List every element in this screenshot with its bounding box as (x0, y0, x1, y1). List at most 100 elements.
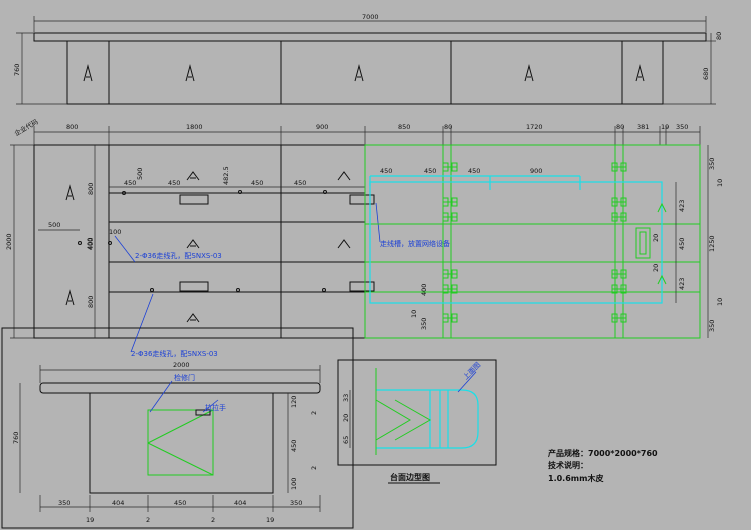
plan-row-label: 800 (87, 296, 95, 308)
side-right-label: 120 (290, 396, 298, 408)
edge-profile (376, 389, 479, 449)
plan-inner-label: 100 (109, 228, 121, 236)
spec-size: 产品规格：7000*2000*760 (548, 448, 658, 458)
door-handle (195, 409, 211, 416)
plan-row-label: 800 (87, 183, 95, 195)
side-bottom-small: 2 (146, 516, 150, 524)
edge-detail-view: 33 20 65 上面图 台面边型图 (337, 359, 497, 484)
plan-corner-label: 企业代码 (13, 117, 40, 138)
vent-icon (65, 171, 351, 323)
plan-depth-label: 2000 (5, 233, 13, 250)
detail-title: 台面边型图 (390, 472, 430, 482)
plan-dim-label: 800 (66, 123, 78, 131)
side-bottom-label: 404 (234, 499, 246, 507)
front-view: 7000 760 80 680 (13, 13, 723, 105)
side-bottom-label: 450 (174, 499, 186, 507)
plan-view: 800 1800 900 850 80 1720 80 381 19 350 企… (5, 117, 724, 358)
cable-tray (369, 181, 663, 304)
plan-dim-label: 80 (444, 123, 452, 131)
plan-small-label: 400 (420, 284, 428, 296)
plan-dim-label: 850 (398, 123, 410, 131)
plan-outline (33, 144, 365, 339)
edge-detail-frame (337, 359, 497, 466)
plan-inner-label: 450 (294, 179, 306, 187)
side-right-small: 2 (310, 411, 318, 415)
handle-label: 拉拉手 (205, 403, 226, 412)
cable-tray-note: 走线槽，放置网络设备 (380, 239, 450, 248)
access-door (147, 409, 214, 476)
side-view-frame (1, 327, 354, 529)
side-right-label: 100 (290, 478, 298, 490)
side-height-label: 760 (12, 432, 20, 444)
plan-inner-vlabel: 450 (678, 238, 686, 250)
plan-dim-label: 1720 (526, 123, 543, 131)
bracket-icon (442, 162, 651, 323)
plan-right-label: 450 (380, 167, 392, 175)
plan-small-label: 400 (86, 238, 94, 250)
cable-cutout (179, 194, 209, 205)
side-view: 2000 检修门 拉拉手 760 120 450 100 2 2 350 404… (1, 327, 354, 529)
plan-extension-outline (364, 144, 701, 339)
plan-small-label: 10 (410, 310, 418, 318)
side-base (89, 392, 274, 494)
plan-right-vlabel: 10 (716, 298, 724, 306)
side-right-label: 450 (290, 440, 298, 452)
side-tabletop (39, 382, 321, 394)
edge-detail-lines (375, 368, 432, 455)
cable-cutout (179, 281, 209, 292)
spec-tech-title: 技术说明： (548, 460, 588, 470)
plan-dim-label: 350 (676, 123, 688, 131)
plan-inner-vlabel: 423 (678, 200, 686, 212)
plan-dim-label: 19 (661, 123, 669, 131)
detail-corner-label: 上面图 (461, 360, 482, 381)
front-height-label: 760 (13, 64, 21, 76)
plan-right-vlabel: 1250 (708, 235, 716, 252)
side-bottom-label: 350 (58, 499, 70, 507)
side-right-small: 2 (310, 466, 318, 470)
cable-hole (78, 190, 327, 292)
plan-dim-label: 80 (616, 123, 624, 131)
front-tabletop (33, 32, 707, 42)
plan-right-vlabel: 10 (716, 179, 724, 187)
vent-icon (657, 202, 667, 285)
side-bottom-label: 350 (290, 499, 302, 507)
cable-cutout (349, 281, 375, 292)
detail-dim-label: 20 (342, 414, 350, 422)
plan-inner-label: 500 (136, 168, 144, 180)
plan-small-label: 350 (420, 318, 428, 330)
plan-inner-label: 482.5 (222, 166, 230, 185)
fan-hole-note: 2-Φ36走线孔，配SNXS-03 (135, 251, 222, 260)
detail-dim-label: 33 (342, 394, 350, 402)
plan-inner-vlabel: 423 (678, 278, 686, 290)
plan-right-vlabel: 350 (708, 320, 716, 332)
detail-dim-label: 65 (342, 436, 350, 444)
plan-dim-label: 1800 (186, 123, 203, 131)
side-bottom-small: 19 (86, 516, 94, 524)
fan-hole-note: 2-Φ36走线孔，配SNXS-03 (131, 349, 218, 358)
plan-inner-vlabel: 20 (652, 234, 660, 242)
front-base (66, 40, 664, 105)
front-top-thickness: 80 (715, 32, 723, 40)
cable-cutout (349, 194, 375, 205)
plan-row-label: 400 (87, 238, 95, 250)
spec-tech-line: 1.0.6mm木皮 (548, 473, 603, 483)
plan-right-vlabel: 350 (708, 158, 716, 170)
front-width-label: 7000 (362, 13, 379, 21)
plan-inner-label: 450 (251, 179, 263, 187)
plan-dim-label: 900 (316, 123, 328, 131)
side-bottom-small: 19 (266, 516, 274, 524)
plan-dim-label: 381 (637, 123, 649, 131)
plan-right-label: 450 (468, 167, 480, 175)
front-vent-icon (83, 64, 645, 82)
side-width-label: 2000 (173, 361, 190, 369)
front-leg-height: 680 (702, 68, 710, 80)
side-bottom-label: 404 (112, 499, 124, 507)
plan-inner-label: 450 (168, 179, 180, 187)
specs-block: 产品规格：7000*2000*760 技术说明： 1.0.6mm木皮 (548, 448, 658, 483)
door-swing-lines (147, 409, 214, 476)
side-bottom-small: 2 (211, 516, 215, 524)
plan-right-label: 900 (530, 167, 542, 175)
plan-inner-vlabel: 20 (652, 264, 660, 272)
plan-inner-label: 450 (124, 179, 136, 187)
